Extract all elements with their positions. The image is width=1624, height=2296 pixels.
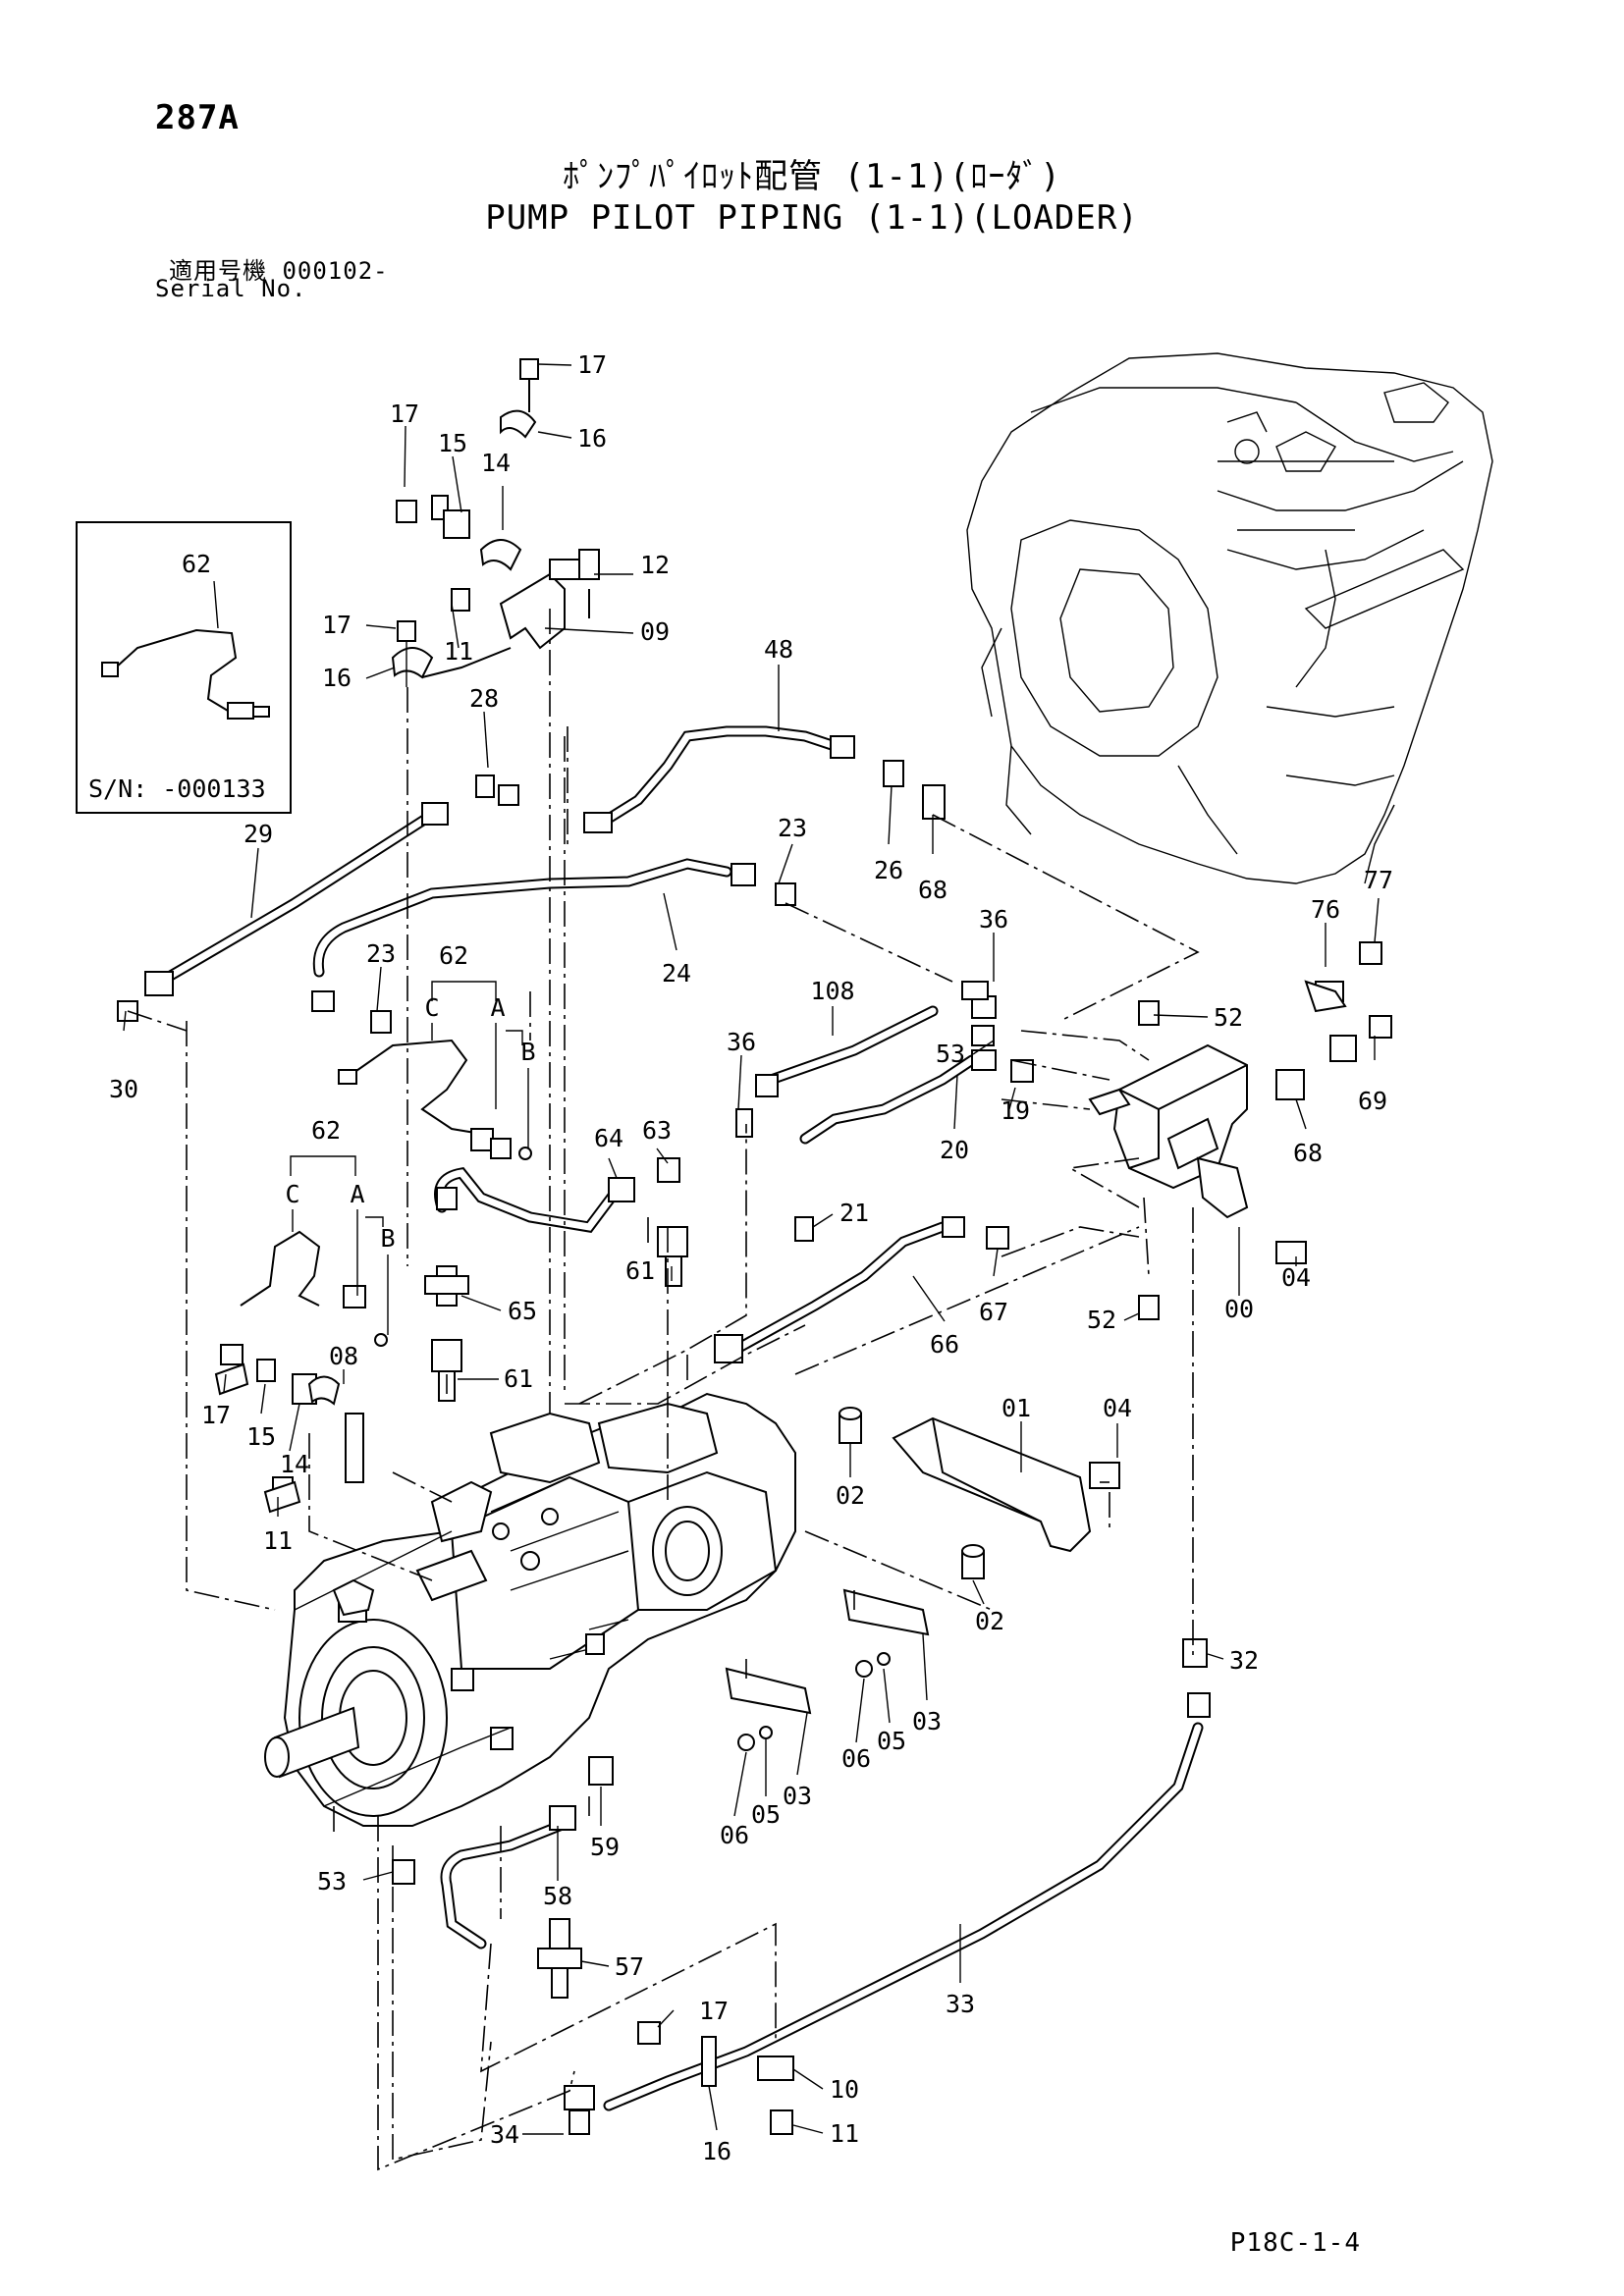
- callout-11: 11: [444, 637, 473, 666]
- callout-63: 63: [642, 1116, 672, 1145]
- callout-21: 21: [839, 1199, 869, 1227]
- callout-08: 08: [329, 1342, 358, 1370]
- callout-34: 34: [490, 2120, 519, 2149]
- callout-11: 11: [263, 1526, 293, 1555]
- page-number: 287A: [155, 98, 240, 137]
- callout-17: 17: [322, 611, 352, 639]
- upper-bracket-cluster: [391, 358, 600, 687]
- callout-67: 67: [979, 1298, 1008, 1326]
- group-lower-label: 62: [311, 1116, 341, 1145]
- callout-00: 00: [1224, 1295, 1254, 1323]
- part-callouts: 17 16 17 15 14 12 17 09 11 16 28 48 29 2…: [109, 350, 1393, 2165]
- callout-17: 17: [390, 400, 419, 428]
- callout-01: 01: [1001, 1394, 1031, 1422]
- callout-17: 17: [699, 1997, 729, 2025]
- callout-52: 52: [1087, 1306, 1116, 1334]
- callout-76: 76: [1311, 895, 1340, 924]
- callout-04: 04: [1103, 1394, 1132, 1422]
- callout-06: 06: [720, 1821, 749, 1849]
- callout-12: 12: [640, 551, 670, 579]
- group-upper-a: A: [490, 993, 505, 1022]
- callout-10: 10: [830, 2075, 859, 2104]
- fittings: [117, 735, 1392, 2135]
- callout-23: 23: [778, 814, 807, 842]
- title-english: PUMP PILOT PIPING (1-1)(LOADER): [485, 198, 1139, 238]
- group-lower-b: B: [380, 1224, 395, 1253]
- callout-15: 15: [438, 429, 467, 457]
- callout-108: 108: [810, 977, 854, 1005]
- callout-17: 17: [577, 350, 607, 379]
- callout-17: 17: [201, 1401, 231, 1429]
- group-62-lower: 62 C A B: [285, 1116, 396, 1335]
- group-upper-b: B: [520, 1038, 535, 1066]
- callout-02: 02: [836, 1481, 865, 1510]
- callout-04: 04: [1281, 1263, 1311, 1292]
- callout-23: 23: [366, 939, 396, 968]
- group-lower-c: C: [285, 1180, 299, 1208]
- lower-left-clamps: [214, 1362, 341, 1514]
- callout-20: 20: [940, 1136, 969, 1164]
- callout-53: 53: [936, 1040, 965, 1068]
- group-upper-label: 62: [439, 941, 468, 970]
- callout-58: 58: [543, 1882, 572, 1910]
- callout-33: 33: [946, 1990, 975, 2018]
- callout-05: 05: [877, 1727, 906, 1755]
- callout-32: 32: [1229, 1646, 1259, 1675]
- callout-77: 77: [1364, 866, 1393, 894]
- callout-66: 66: [930, 1330, 959, 1359]
- center-lines: [127, 609, 1200, 2171]
- callout-52: 52: [1214, 1003, 1243, 1032]
- callout-36: 36: [727, 1028, 756, 1056]
- callout-59: 59: [590, 1833, 620, 1861]
- group-lower-a: A: [350, 1180, 364, 1208]
- callout-29: 29: [244, 820, 273, 848]
- callout-11: 11: [830, 2119, 859, 2148]
- engine-outline: [966, 352, 1493, 884]
- title-japanese: ﾎﾟﾝﾌﾟﾊﾟｲﾛｯﾄ配管 (1-1)(ﾛｰﾀﾞ): [563, 157, 1061, 196]
- callout-68: 68: [1293, 1139, 1323, 1167]
- callout-05: 05: [751, 1800, 781, 1829]
- callout-09: 09: [640, 617, 670, 646]
- callout-57: 57: [615, 1952, 644, 1981]
- callout-16: 16: [577, 424, 607, 453]
- serial-label-japanese: 適用号機 000102-: [169, 257, 389, 285]
- callout-26: 26: [874, 856, 903, 884]
- callout-03: 03: [783, 1782, 812, 1810]
- callout-64: 64: [594, 1124, 623, 1152]
- group-62-upper: 62 C A B: [424, 941, 536, 1148]
- callout-19: 19: [1001, 1096, 1030, 1125]
- callout-30: 30: [109, 1075, 138, 1103]
- leader-lines: [123, 363, 1380, 2135]
- inset-callout-62: 62: [182, 550, 211, 578]
- callout-61: 61: [504, 1364, 533, 1393]
- callout-24: 24: [662, 959, 691, 988]
- inset-serial-note: S/N: -000133: [88, 774, 266, 803]
- hoses: [151, 725, 1204, 2111]
- callout-48: 48: [764, 635, 793, 664]
- callout-02: 02: [975, 1607, 1004, 1635]
- callout-36: 36: [979, 905, 1008, 934]
- callout-14: 14: [280, 1450, 309, 1478]
- valve-block: [1088, 980, 1347, 1219]
- callout-16: 16: [702, 2137, 731, 2165]
- serial-label-english: Serial No.: [155, 275, 307, 302]
- callout-65: 65: [508, 1297, 537, 1325]
- inset-box: 62 S/N: -000133: [76, 521, 292, 814]
- callout-15: 15: [246, 1422, 276, 1451]
- group-upper-c: C: [424, 993, 439, 1022]
- callout-69: 69: [1358, 1087, 1387, 1115]
- hydraulic-pump: [264, 1392, 796, 1827]
- callout-53: 53: [317, 1867, 347, 1896]
- callout-28: 28: [469, 684, 499, 713]
- callout-68: 68: [918, 876, 947, 904]
- callout-06: 06: [841, 1744, 871, 1773]
- callout-03: 03: [912, 1707, 942, 1735]
- footer-code: P18C-1-4: [1229, 2228, 1361, 2258]
- bracket-parts: [725, 1407, 1120, 1751]
- callout-14: 14: [481, 449, 511, 477]
- callout-61: 61: [625, 1256, 655, 1285]
- callout-16: 16: [322, 664, 352, 692]
